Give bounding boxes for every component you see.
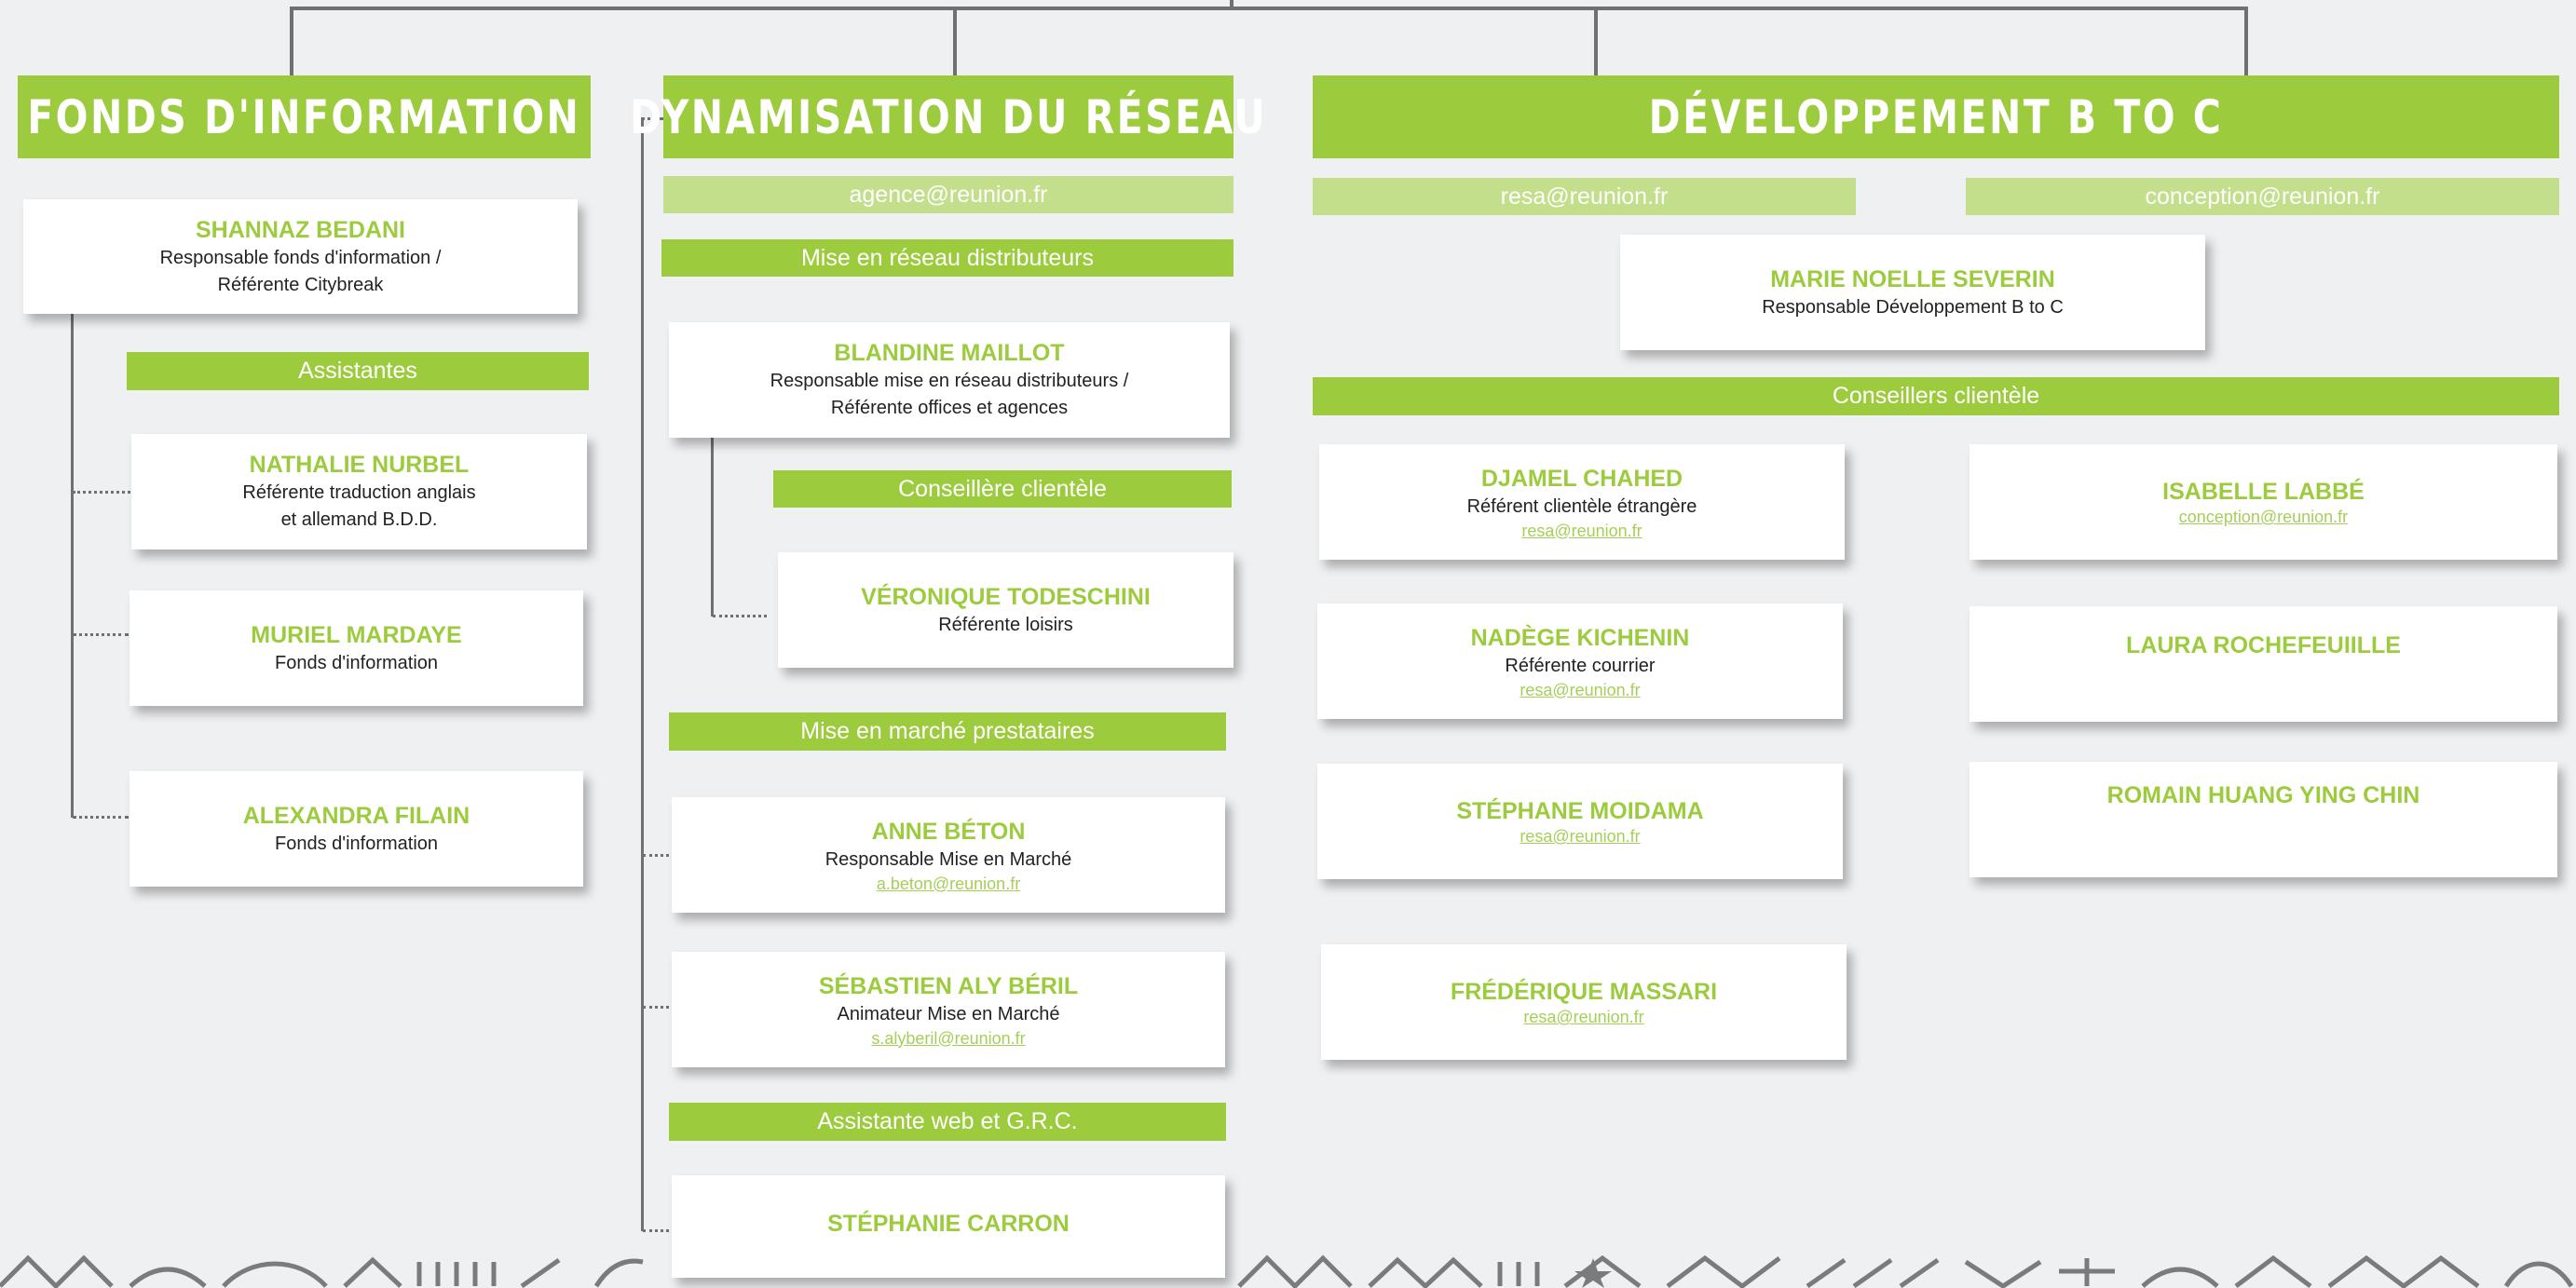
person-name: STÉPHANIE CARRON: [827, 1211, 1070, 1237]
sub-header-assistantes: Assistantes: [127, 352, 589, 390]
person-name: DJAMEL CHAHED: [1480, 465, 1683, 492]
dept-title-dynamisation: Dynamisation du réseau: [629, 89, 1268, 144]
sub-header-label: Mise en marché prestataires: [800, 718, 1095, 744]
person-role: Référent clientèle étrangère: [1466, 495, 1697, 517]
person-card-sebastien: SÉBASTIEN ALY BÉRIL Animateur Mise en Ma…: [672, 952, 1225, 1067]
person-name: FRÉDÉRIQUE MASSARI: [1450, 979, 1718, 1005]
person-card-stephanie: STÉPHANIE CARRON: [672, 1175, 1225, 1278]
person-card-romain: ROMAIN HUANG YING CHIN: [1969, 762, 2557, 877]
person-card-veronique: VÉRONIQUE TODESCHINI Référente loisirs: [778, 552, 1233, 668]
person-name: LAURA ROCHEFEUIILLE: [2126, 632, 2401, 658]
email-bar-agence: agence@reunion.fr: [663, 176, 1233, 213]
person-name: MARIE NOELLE SEVERIN: [1770, 265, 2055, 292]
person-card-marie-noelle: MARIE NOELLE SEVERIN Responsable Dévelop…: [1620, 235, 2205, 350]
person-name: ISABELLE LABBÉ: [2162, 479, 2365, 505]
connector-drop-dynamisation: [953, 7, 957, 75]
sub-header-label: Conseillers clientèle: [1832, 383, 2040, 409]
person-role: Responsable Mise en Marché: [825, 848, 1072, 870]
person-card-nathalie: NATHALIE NURBEL Référente traduction ang…: [131, 434, 587, 549]
person-role: Responsable Développement B to C: [1762, 296, 2064, 318]
email-label: conception@reunion.fr: [2145, 183, 2380, 210]
fonds-branch-2: [73, 633, 129, 636]
person-card-shannaz: SHANNAZ BEDANI Responsable fonds d'infor…: [23, 199, 578, 314]
person-role: Responsable mise en réseau distributeurs…: [770, 371, 1129, 418]
person-card-stephane: STÉPHANE MOIDAMA resa@reunion.fr: [1317, 764, 1843, 879]
dynamisation-branch-sebastien: [643, 1006, 669, 1009]
person-email-link[interactable]: a.beton@reunion.fr: [876, 874, 1021, 893]
person-name: SHANNAZ BEDANI: [196, 216, 405, 243]
sub-header-marche-prestataires: Mise en marché prestataires: [669, 712, 1226, 751]
person-name: ALEXANDRA FILAIN: [242, 802, 470, 829]
person-email-link[interactable]: conception@reunion.fr: [2178, 508, 2349, 526]
decorative-footer-pattern: [0, 1254, 2574, 1288]
fonds-tree-vertical: [71, 313, 74, 818]
blandine-tree-vertical: [711, 438, 714, 617]
person-role: Fonds d'information: [274, 833, 439, 854]
dept-title-fonds: Fonds d'information: [27, 89, 581, 144]
person-name: VÉRONIQUE TODESCHINI: [861, 583, 1151, 610]
email-bar-conception: conception@reunion.fr: [1966, 178, 2559, 215]
person-role: Fonds d'information: [274, 652, 439, 673]
fonds-branch-1: [73, 491, 130, 494]
email-label: agence@reunion.fr: [849, 181, 1048, 208]
person-email-link[interactable]: s.alyberil@reunion.fr: [871, 1028, 1026, 1048]
person-email-link[interactable]: resa@reunion.fr: [1520, 827, 1641, 846]
email-label: resa@reunion.fr: [1500, 183, 1669, 210]
dept-header-dynamisation: Dynamisation du réseau: [630, 75, 1265, 158]
person-card-muriel: MURIEL MARDAYE Fonds d'information: [129, 590, 583, 706]
dynamisation-branch-top: [641, 117, 663, 120]
person-role: Responsable fonds d'information / Référe…: [159, 247, 442, 295]
person-card-nadege: NADÈGE KICHENIN Référente courrier resa@…: [1317, 603, 1843, 719]
person-name: MURIEL MARDAYE: [251, 621, 462, 648]
person-name: STÉPHANE MOIDAMA: [1456, 798, 1704, 824]
email-bar-resa: resa@reunion.fr: [1313, 178, 1856, 215]
person-card-frederique: FRÉDÉRIQUE MASSARI resa@reunion.fr: [1321, 944, 1847, 1060]
dynamisation-tree-vertical: [641, 117, 644, 1231]
dynamisation-branch-anne: [643, 854, 669, 857]
person-name: ROMAIN HUANG YING CHIN: [2106, 782, 2420, 808]
dept-header-fonds: Fonds d'information: [18, 75, 591, 158]
person-name: NATHALIE NURBEL: [249, 452, 470, 478]
person-card-laura: LAURA ROCHEFEUIILLE: [1969, 606, 2557, 722]
connector-drop-fonds: [290, 7, 293, 75]
person-card-blandine: BLANDINE MAILLOT Responsable mise en rés…: [669, 322, 1230, 438]
person-name: SÉBASTIEN ALY BÉRIL: [818, 972, 1079, 999]
sub-header-reseau-distributeurs: Mise en réseau distributeurs: [661, 239, 1233, 277]
person-card-alexandra: ALEXANDRA FILAIN Fonds d'information: [129, 771, 583, 887]
person-card-anne: ANNE BÉTON Responsable Mise en Marché a.…: [672, 797, 1225, 913]
person-role: Référente traduction anglais et allemand…: [242, 482, 476, 530]
dept-title-developpement: Développement B to C: [1648, 89, 2224, 144]
fonds-branch-3: [73, 816, 129, 819]
connector-drop-dev-left: [1594, 7, 1598, 75]
connector-top-stem: [1230, 0, 1233, 9]
person-email-link[interactable]: resa@reunion.fr: [1523, 1008, 1644, 1026]
person-name: ANNE BÉTON: [871, 818, 1026, 845]
sub-header-label: Conseillère clientèle: [898, 475, 1107, 502]
sub-header-label: Assistantes: [298, 358, 417, 384]
sub-header-label: Assistante web et G.R.C.: [817, 1108, 1078, 1134]
sub-header-conseillers: Conseillers clientèle: [1313, 377, 2559, 415]
sub-header-conseillere: Conseillère clientèle: [773, 470, 1232, 508]
person-name: BLANDINE MAILLOT: [834, 340, 1065, 366]
person-role: Référente courrier: [1505, 655, 1656, 676]
sub-header-label: Mise en réseau distributeurs: [800, 244, 1095, 271]
person-card-djamel: DJAMEL CHAHED Référent clientèle étrangè…: [1319, 444, 1845, 560]
dynamisation-branch-stephanie: [643, 1229, 669, 1232]
person-role: Animateur Mise en Marché: [837, 1003, 1060, 1024]
sub-header-assistante-web: Assistante web et G.R.C.: [669, 1103, 1226, 1141]
dept-header-developpement: Développement B to C: [1313, 75, 2559, 158]
person-card-isabelle: ISABELLE LABBÉ conception@reunion.fr: [1969, 444, 2557, 560]
person-name: NADÈGE KICHENIN: [1470, 624, 1690, 651]
person-email-link[interactable]: resa@reunion.fr: [1520, 680, 1641, 699]
connector-drop-dev-right: [2244, 7, 2248, 75]
person-email-link[interactable]: resa@reunion.fr: [1521, 521, 1642, 540]
person-role: Référente loisirs: [938, 614, 1073, 635]
blandine-branch-veronique: [713, 615, 767, 617]
connector-top-horizontal: [290, 7, 2248, 10]
